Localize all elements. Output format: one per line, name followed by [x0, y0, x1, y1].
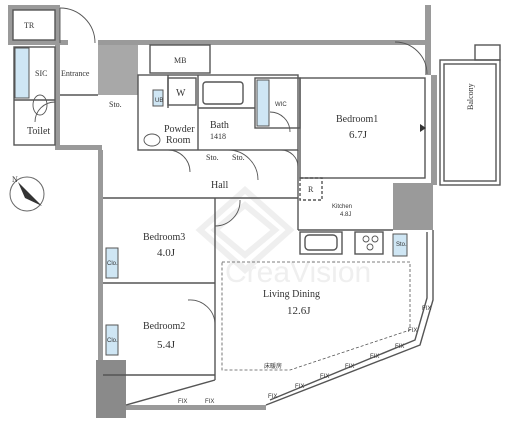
room-label-sto-3: Sto. — [232, 153, 245, 162]
room-label-sic: SIC — [35, 69, 47, 78]
window-mark: FIX — [295, 384, 304, 390]
room-label-bath-size: 1418 — [210, 132, 226, 141]
toilet-fixture — [32, 94, 48, 116]
clo-storage-1 — [105, 247, 119, 279]
room-label-powder: Powder — [164, 124, 195, 135]
room-label-living: Living Dining — [263, 289, 320, 300]
outer-walls — [8, 5, 437, 418]
room-label-mb: MB — [174, 56, 186, 65]
window-mark: FIX — [205, 399, 214, 405]
watermark: CreaVision — [195, 185, 371, 289]
room-label-bedroom2: Bedroom2 — [143, 321, 185, 332]
stove-burner — [371, 235, 379, 243]
compass-label: N — [12, 175, 18, 184]
room-label-living-size: 12.6J — [287, 305, 311, 317]
window-mark: FIX — [345, 364, 354, 370]
window-mark: FIX — [395, 344, 404, 350]
room-label-bedroom2-size: 5.4J — [157, 339, 176, 351]
window-mark: FIX — [370, 354, 379, 360]
sto-storage — [392, 233, 408, 257]
sink-fixture — [143, 133, 161, 147]
room-label-clo-1: Clo. — [107, 261, 118, 267]
room-label-kitchen: Kitchen — [332, 204, 352, 210]
north-arrow-icon: N — [9, 175, 45, 212]
doors — [34, 7, 428, 326]
floor-heating-note: 床暖房 — [264, 362, 282, 370]
room-label-tr: TR — [24, 21, 35, 30]
room-label-bedroom3: Bedroom3 — [143, 232, 185, 243]
window-mark: FIX — [320, 374, 329, 380]
watermark-text: CreaVision — [225, 256, 371, 289]
wic-storage — [256, 79, 270, 127]
room-label-balcony: Balcony — [466, 83, 475, 110]
window-mark: FIX — [268, 394, 277, 400]
room-label-toilet: Toilet — [27, 126, 50, 137]
room-label-w: W — [176, 88, 186, 99]
room-label-kitchen-size: 4.8J — [340, 212, 351, 218]
room-label-hall: Hall — [211, 180, 228, 191]
fixtures — [32, 94, 379, 251]
interior-walls — [12, 9, 501, 406]
stove-burner — [366, 243, 374, 251]
room-label-bedroom3-size: 4.0J — [157, 247, 176, 259]
room-label-sto-1: Sto. — [109, 100, 122, 109]
window-mark: FIX — [408, 328, 417, 334]
storage-areas — [14, 47, 408, 356]
room-label-entrance: Entrance — [61, 69, 90, 78]
stove-burner — [362, 235, 370, 243]
ub-storage — [152, 89, 164, 107]
window-marks: FIX FIX FIX FIX FIX FIX FIX FIX FIX FIX — [178, 306, 431, 405]
clo-storage-2 — [105, 324, 119, 356]
room-label-ub: UB — [155, 98, 163, 104]
room-label-sto-2: Sto. — [206, 153, 219, 162]
room-label-clo-2: Clo. — [107, 338, 118, 344]
sic-storage — [14, 47, 30, 99]
room-label-wic: WIC — [275, 102, 287, 108]
room-label-r: R — [308, 185, 314, 194]
room-label-bedroom1-size: 6.7J — [349, 129, 368, 141]
room-label-sto-4: Sto. — [396, 242, 407, 248]
window-mark: FIX — [178, 399, 187, 405]
window-mark: FIX — [422, 306, 431, 312]
room-label-bath: Bath — [210, 120, 229, 131]
room-label-bedroom1: Bedroom1 — [336, 114, 378, 125]
room-label-powder-room: Room — [166, 135, 191, 146]
